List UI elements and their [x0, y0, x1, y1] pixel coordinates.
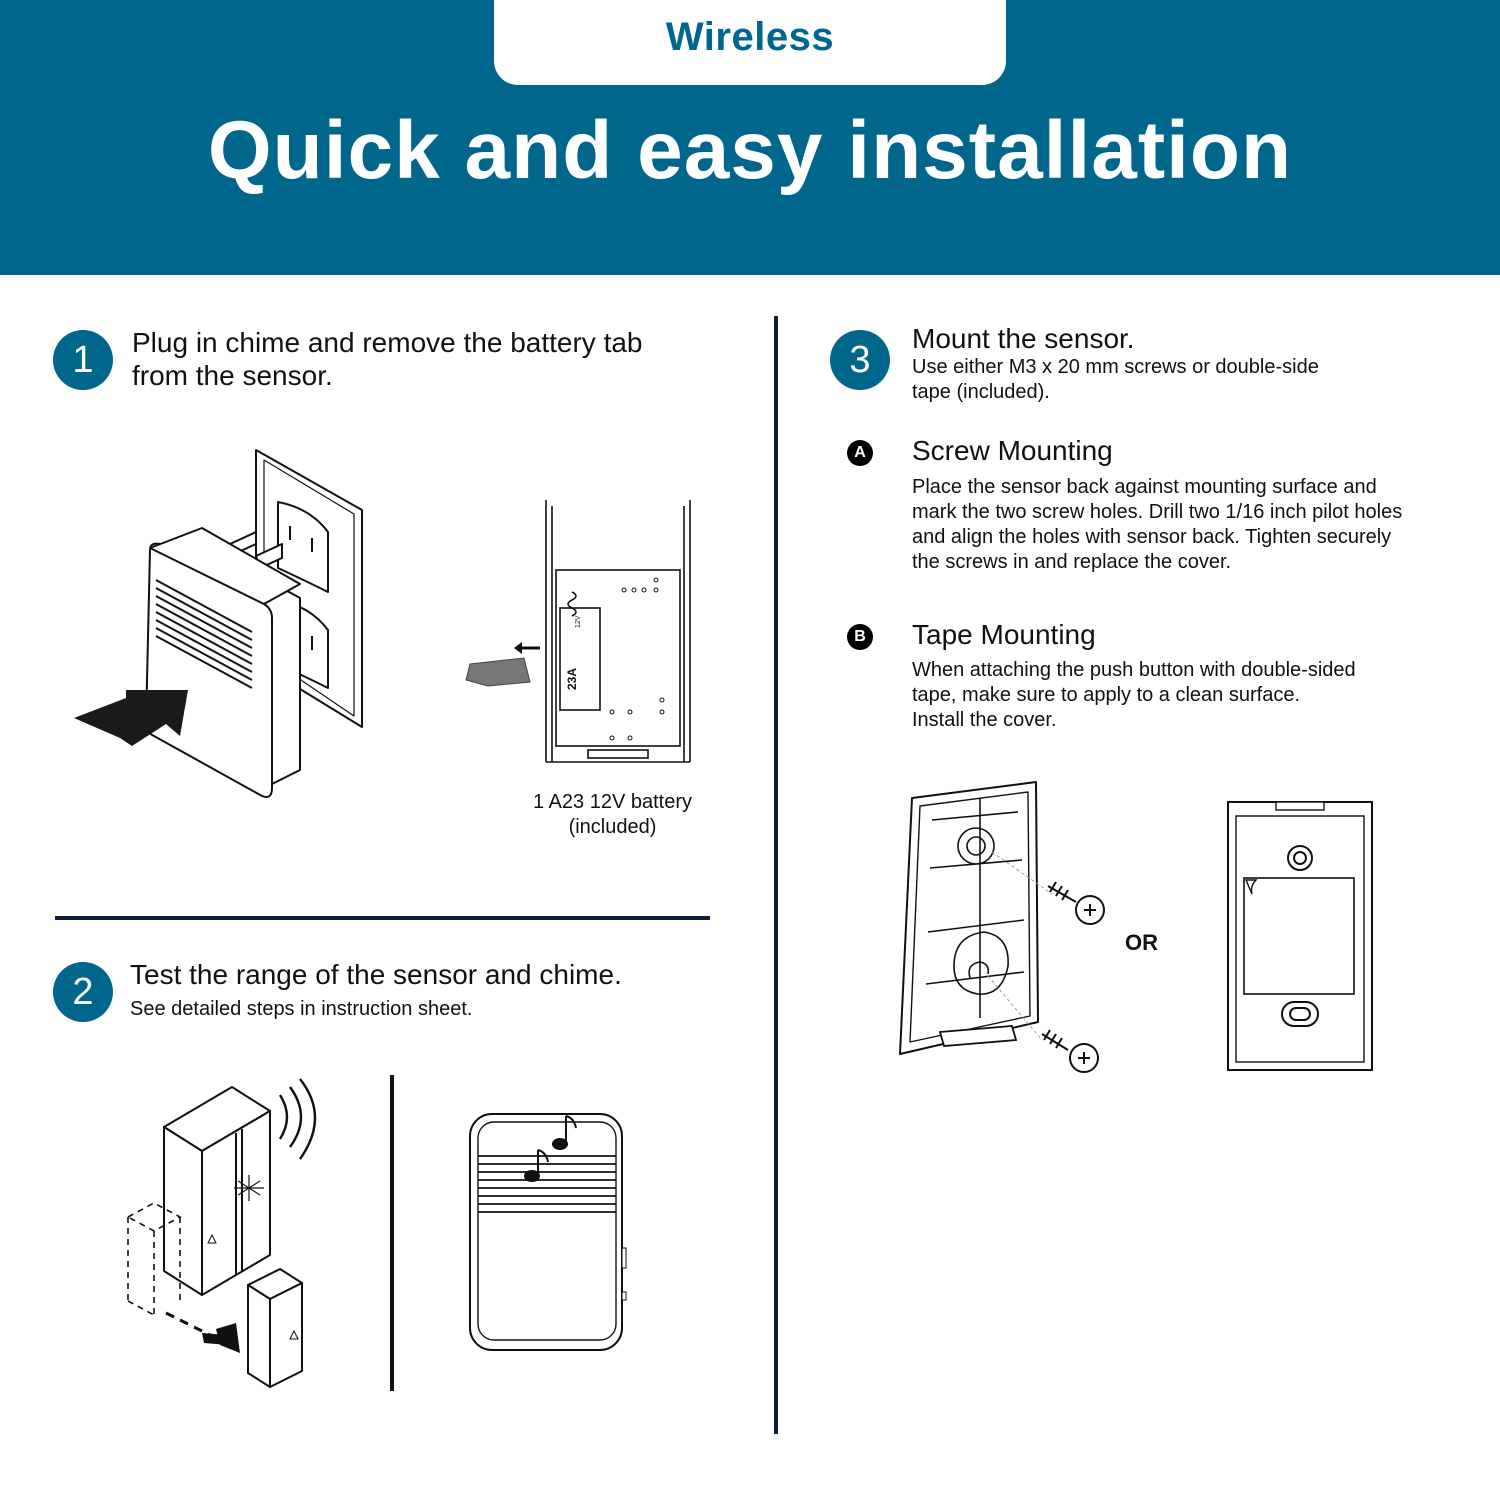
arrow-icon — [216, 1323, 240, 1353]
battery-volt-label: 12V — [575, 615, 582, 628]
screw-mounting-line4: the screws in and replace the cover. — [912, 551, 1232, 573]
step-2-subtitle: See detailed steps in instruction sheet. — [130, 998, 473, 1020]
page-title: Quick and easy installation — [207, 105, 1293, 196]
tape-mounting-line3: Install the cover. — [912, 709, 1057, 731]
screw-mount-illustration — [899, 781, 1105, 1073]
plug-in-chime-illustration — [74, 449, 363, 798]
battery-compartment-illustration: 23A 12V — [465, 500, 691, 763]
step-3-subtitle-line1: Use either M3 x 20 mm screws or double-s… — [912, 356, 1319, 378]
option-b-badge: B — [847, 624, 873, 650]
screw-mounting-line1: Place the sensor back against mounting s… — [912, 476, 1377, 498]
screw-mounting-title: Screw Mounting — [912, 435, 1113, 466]
screw-mounting-line3: and align the holes with sensor back. Ti… — [912, 526, 1392, 548]
music-note-icon — [524, 1115, 577, 1182]
battery-caption-line1: 1 A23 12V battery — [532, 791, 692, 813]
door-sensor-illustration — [126, 1078, 317, 1388]
screw-icon — [1041, 1029, 1099, 1073]
chime-speaker-illustration — [469, 1113, 627, 1351]
or-label: OR — [1125, 930, 1158, 955]
tape-mounting-line1: When attaching the push button with doub… — [912, 659, 1356, 681]
step-2-badge: 2 — [53, 962, 113, 1022]
screw-icon — [1047, 881, 1105, 925]
header-banner: Wireless Quick and easy installation — [0, 0, 1500, 275]
section-divider — [55, 916, 710, 920]
tape-mounting-title: Tape Mounting — [912, 619, 1096, 650]
step-3-badge: 3 — [830, 330, 890, 390]
column-divider — [774, 316, 778, 1434]
option-a-badge: A — [847, 440, 873, 466]
step-1-title-line2: from the sensor. — [132, 360, 333, 391]
battery-tab — [465, 657, 531, 687]
step-1-badge: 1 — [53, 330, 113, 390]
category-tag: Wireless — [494, 0, 1006, 85]
step-1-title-line1: Plug in chime and remove the battery tab — [132, 327, 643, 358]
category-tag-label: Wireless — [665, 15, 835, 59]
battery-caption-line2: (included) — [568, 816, 657, 838]
step-2-title: Test the range of the sensor and chime. — [130, 959, 622, 990]
screw-mounting-line2: mark the two screw holes. Drill two 1/16… — [912, 501, 1403, 523]
tape-mount-illustration — [1227, 801, 1373, 1071]
step-3-subtitle-line2: tape (included). — [912, 381, 1050, 403]
arrow-icon — [74, 690, 188, 746]
battery-label: 23A — [565, 668, 579, 690]
illustration-divider — [390, 1075, 394, 1391]
tape-mounting-line2: tape, make sure to apply to a clean surf… — [912, 684, 1300, 706]
arrow-icon — [514, 642, 522, 654]
step-3-title: Mount the sensor. — [912, 323, 1135, 354]
